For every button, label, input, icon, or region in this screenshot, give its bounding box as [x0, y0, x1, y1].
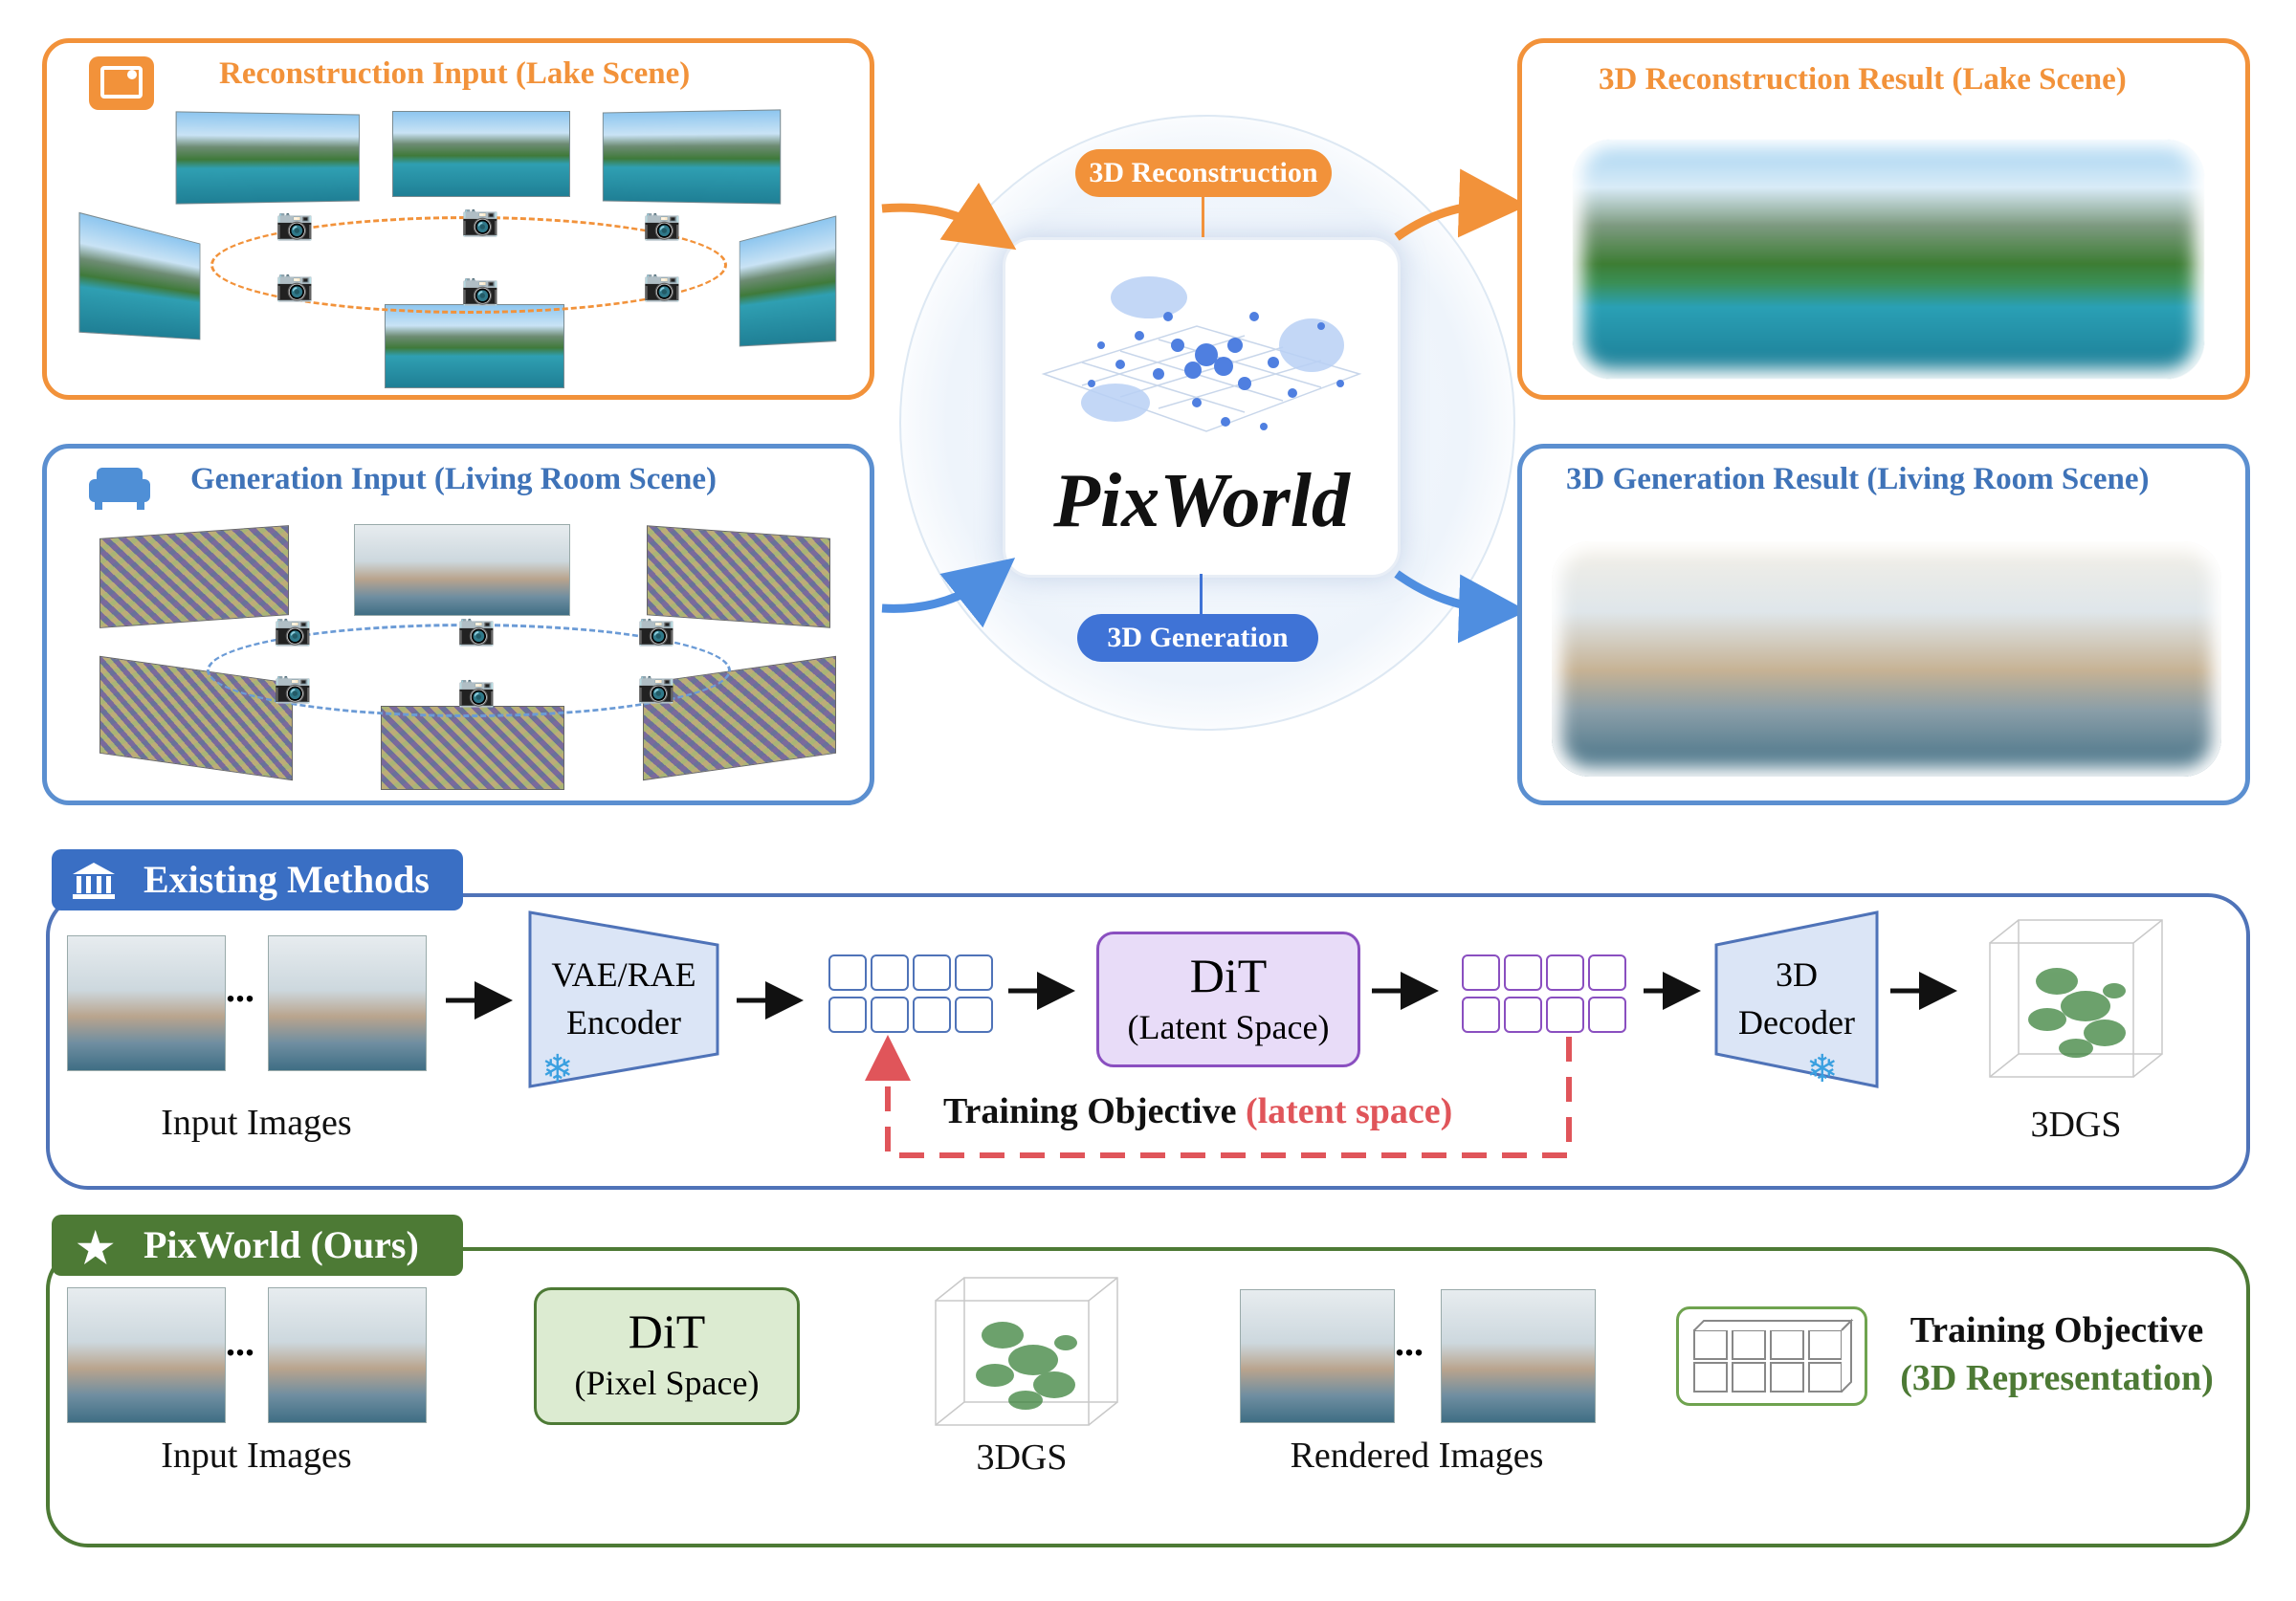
training-objective-text: Training Objective	[943, 1091, 1236, 1131]
3d-representation-block	[1676, 1306, 1867, 1406]
training-objective-3d: Training Objective (3D Representation)	[1894, 1306, 2219, 1402]
gaussian-splat-cube	[926, 1272, 1127, 1435]
ellipsis: ...	[1395, 1320, 1424, 1365]
training-objective-space: (3D Representation)	[1894, 1354, 2219, 1402]
training-objective-space: (latent space)	[1246, 1091, 1452, 1131]
pixworld-ours-label: PixWorld (Ours)	[144, 1223, 419, 1266]
input-image	[67, 1287, 226, 1423]
3dgs-label: 3DGS	[926, 1437, 1117, 1479]
star-icon: ★	[77, 1218, 114, 1280]
rendered-image	[1441, 1289, 1596, 1423]
ellipsis: ...	[226, 1320, 254, 1365]
dit-pixel-block: DiT (Pixel Space)	[534, 1287, 800, 1425]
dit-title: DiT	[537, 1304, 797, 1359]
input-image	[268, 1287, 427, 1423]
training-objective-latent: Training Objective (latent space)	[943, 1090, 1452, 1132]
rendered-image	[1240, 1289, 1395, 1423]
dit-subtitle: (Pixel Space)	[537, 1363, 797, 1403]
pixworld-ours-tag: ★ PixWorld (Ours)	[52, 1215, 463, 1276]
rendered-images-label: Rendered Images	[1240, 1435, 1594, 1477]
training-objective-text: Training Objective	[1894, 1306, 2219, 1354]
input-images-label: Input Images	[103, 1435, 409, 1477]
